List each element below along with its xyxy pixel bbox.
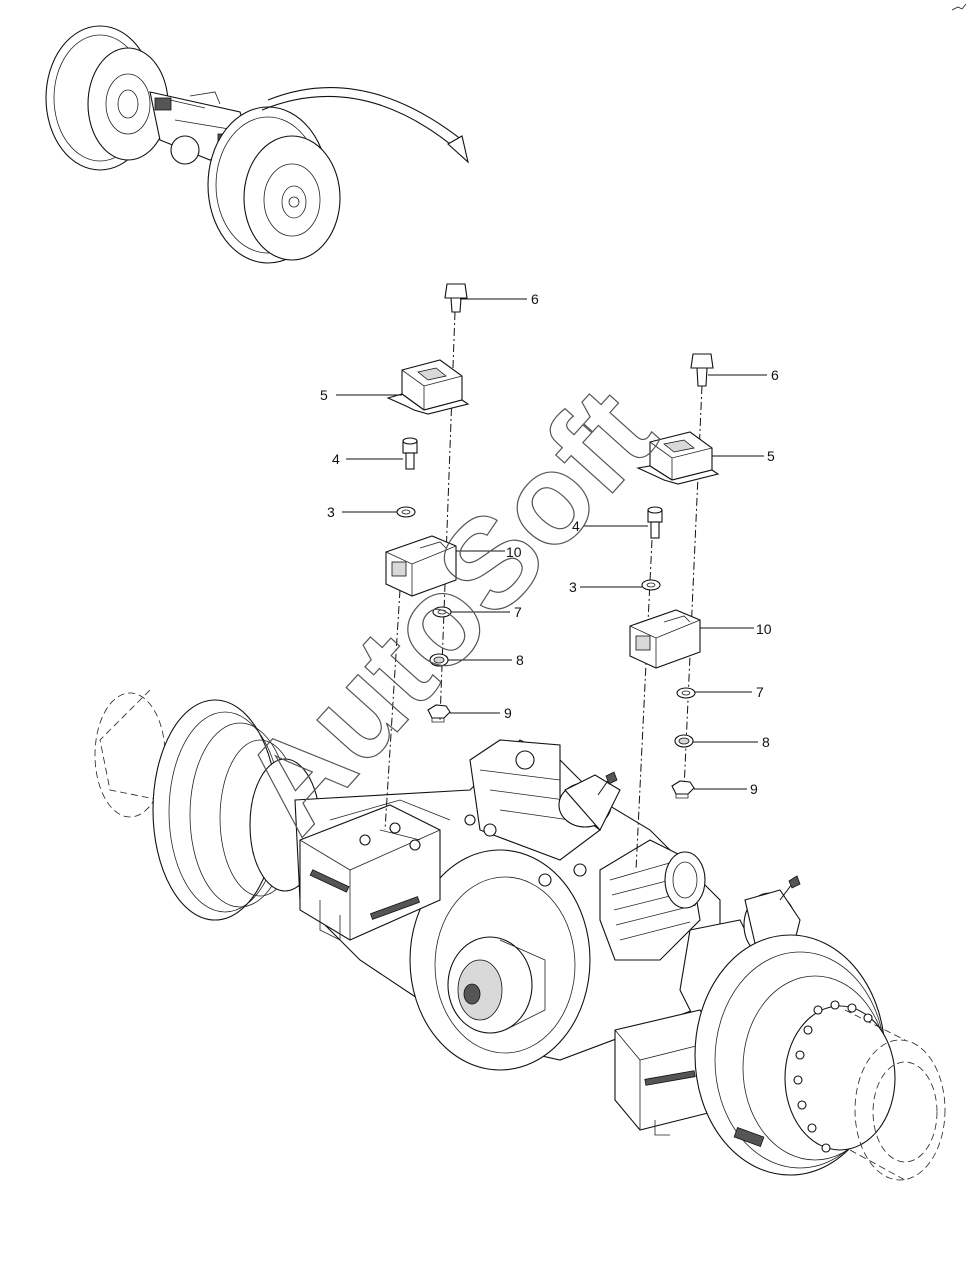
callout-4-left: 4 [332,451,340,467]
hex-bolt-6-right [690,353,714,387]
hex-nut-9-right [671,780,695,799]
left-mount-stack [384,283,470,831]
callout-4-right: 4 [572,518,580,534]
right-mount-stack [629,353,720,871]
callout-5-right: 5 [767,448,775,464]
mount-block-10-left [385,535,457,597]
hex-bolt-6-left [444,283,468,313]
hub-bolt-holes [793,1000,873,1153]
cap-screw-4-right [647,506,663,539]
callout-7-right: 7 [756,684,764,700]
callout-6-right: 6 [771,367,779,383]
callout-7-left: 7 [514,604,522,620]
mount-block-10-right [629,609,701,669]
lock-washer-8-right [674,734,694,748]
callout-6-left: 6 [531,291,539,307]
callout-9-right: 9 [750,781,758,797]
axle-housing [94,689,946,1181]
washer-3-left [396,506,416,518]
washer-7-right [676,687,696,699]
callout-3-right: 3 [569,579,577,595]
callout-3-left: 3 [327,504,335,520]
watermark: AutoSoft [215,362,683,859]
washer-3-right [641,579,661,591]
hex-nut-9-left [427,704,451,723]
corner-mark [951,3,967,11]
bracket-5-left [386,359,470,415]
callout-labels: 6 5 4 3 10 7 8 9 6 5 4 3 10 7 8 9 [320,291,779,797]
bracket-5-right [636,431,720,485]
callout-10-right: 10 [756,621,772,637]
leader-lines [336,298,767,790]
zoom-arrow [261,87,469,164]
callout-5-left: 5 [320,387,328,403]
callout-8-right: 8 [762,734,770,750]
callout-8-left: 8 [516,652,524,668]
cap-screw-4-left [402,437,418,470]
callout-9-left: 9 [504,705,512,721]
lock-washer-8-left [429,653,449,667]
callout-10-left: 10 [506,544,522,560]
axle-overview-inset [45,25,341,264]
